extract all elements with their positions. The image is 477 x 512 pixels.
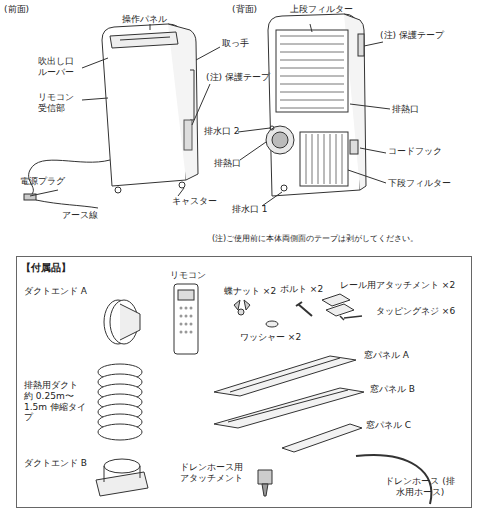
part-label: (注) 保護テープ [206, 72, 270, 83]
part-label: (注) 保護テープ [380, 30, 444, 41]
part-label: ワッシャー ×2 [240, 332, 301, 343]
part-label: レール用アタッチメント ×2 [340, 280, 455, 291]
part-label: 排水口 1 [232, 204, 268, 215]
part-label: リモコン 受信部 [38, 92, 82, 114]
part-label: ダクトエンド A [24, 286, 87, 297]
panel-heading: 【付属品】 [21, 261, 471, 275]
part-label: コードフック [388, 146, 442, 157]
part-label: アース線 [62, 210, 98, 221]
part-label: 蝶ナット ×2 [224, 286, 276, 297]
part-label: 下段フィルター [388, 178, 451, 189]
part-label: (前面) [4, 4, 29, 15]
part-label: 窓パネル B [370, 384, 415, 395]
part-label: (注)ご使用前に本体両側面のテープは剥がしてください。 [212, 234, 418, 244]
part-label: 窓パネル A [364, 350, 409, 361]
part-label: 排熱口 [392, 104, 419, 115]
part-label: ドレンホース用 アタッチメント [180, 462, 252, 484]
part-label: 排水口 2 [204, 126, 240, 137]
part-label: 操作パネル [122, 14, 167, 25]
part-label: (背面) [232, 4, 257, 15]
part-label: 吹出し口 ルーバー [38, 56, 82, 78]
part-label: タッピングネジ ×6 [376, 306, 455, 317]
part-label: キャスター [172, 196, 217, 207]
part-label: 取っ手 [222, 38, 249, 49]
part-label: ドレンホース (排水用ホース) [382, 476, 458, 498]
part-label: 排熱口 [214, 158, 241, 169]
part-label: 電源プラグ [20, 176, 65, 187]
part-label: リモコン [170, 270, 206, 281]
part-label: 排熱用ダクト 約 0.25m〜1.5m 伸縮タイプ [24, 380, 86, 423]
part-label: ボルト ×2 [280, 284, 323, 295]
part-label: ダクトエンド B [24, 458, 87, 469]
part-label: 上段フィルター [290, 4, 353, 15]
accessories [96, 284, 431, 504]
back-unit [238, 14, 390, 206]
part-label: 窓パネル C [366, 420, 411, 431]
